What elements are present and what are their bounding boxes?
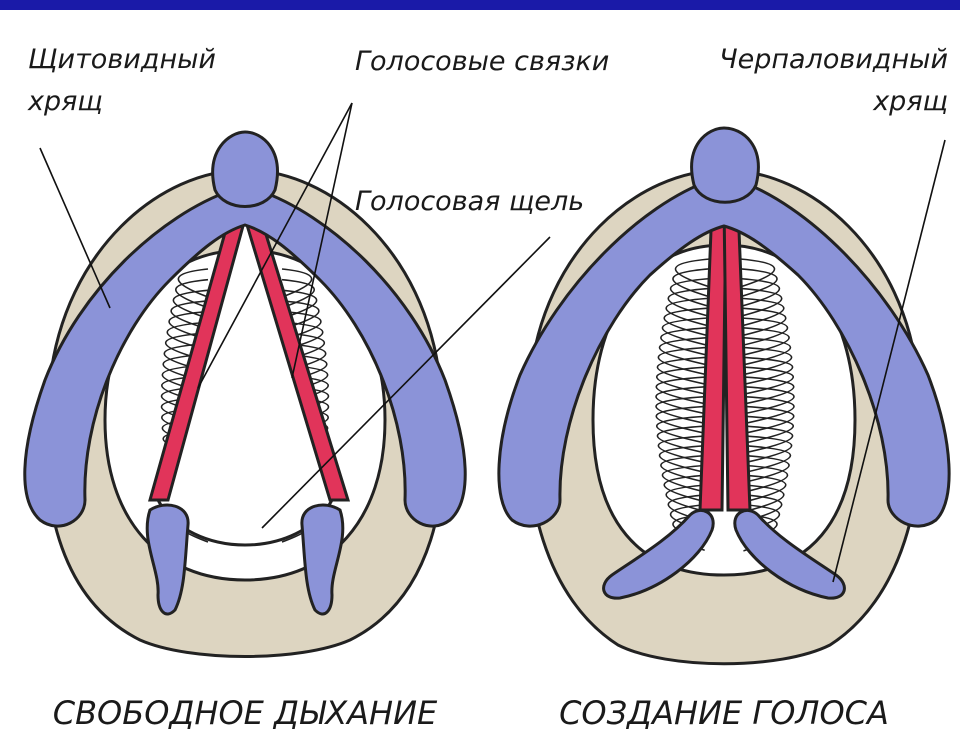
label-vocal-cords: Голосовые связки: [355, 46, 609, 77]
label-arytenoid-line2: хрящ: [872, 86, 948, 117]
leader-thyroid: [40, 148, 110, 308]
epiglottis-knob-left: [213, 132, 278, 207]
caption-right: СОЗДАНИЕ ГОЛОСА: [559, 694, 889, 732]
epiglottis-knob-right: [692, 128, 759, 202]
label-thyroid-line2: хрящ: [27, 86, 103, 117]
label-glottis: Голосовая щель: [355, 186, 584, 217]
label-thyroid-line1: Щитовидный: [28, 44, 216, 75]
caption-left: СВОБОДНОЕ ДЫХАНИЕ: [53, 694, 438, 732]
label-arytenoid-line1: Черпаловидный: [719, 44, 948, 75]
